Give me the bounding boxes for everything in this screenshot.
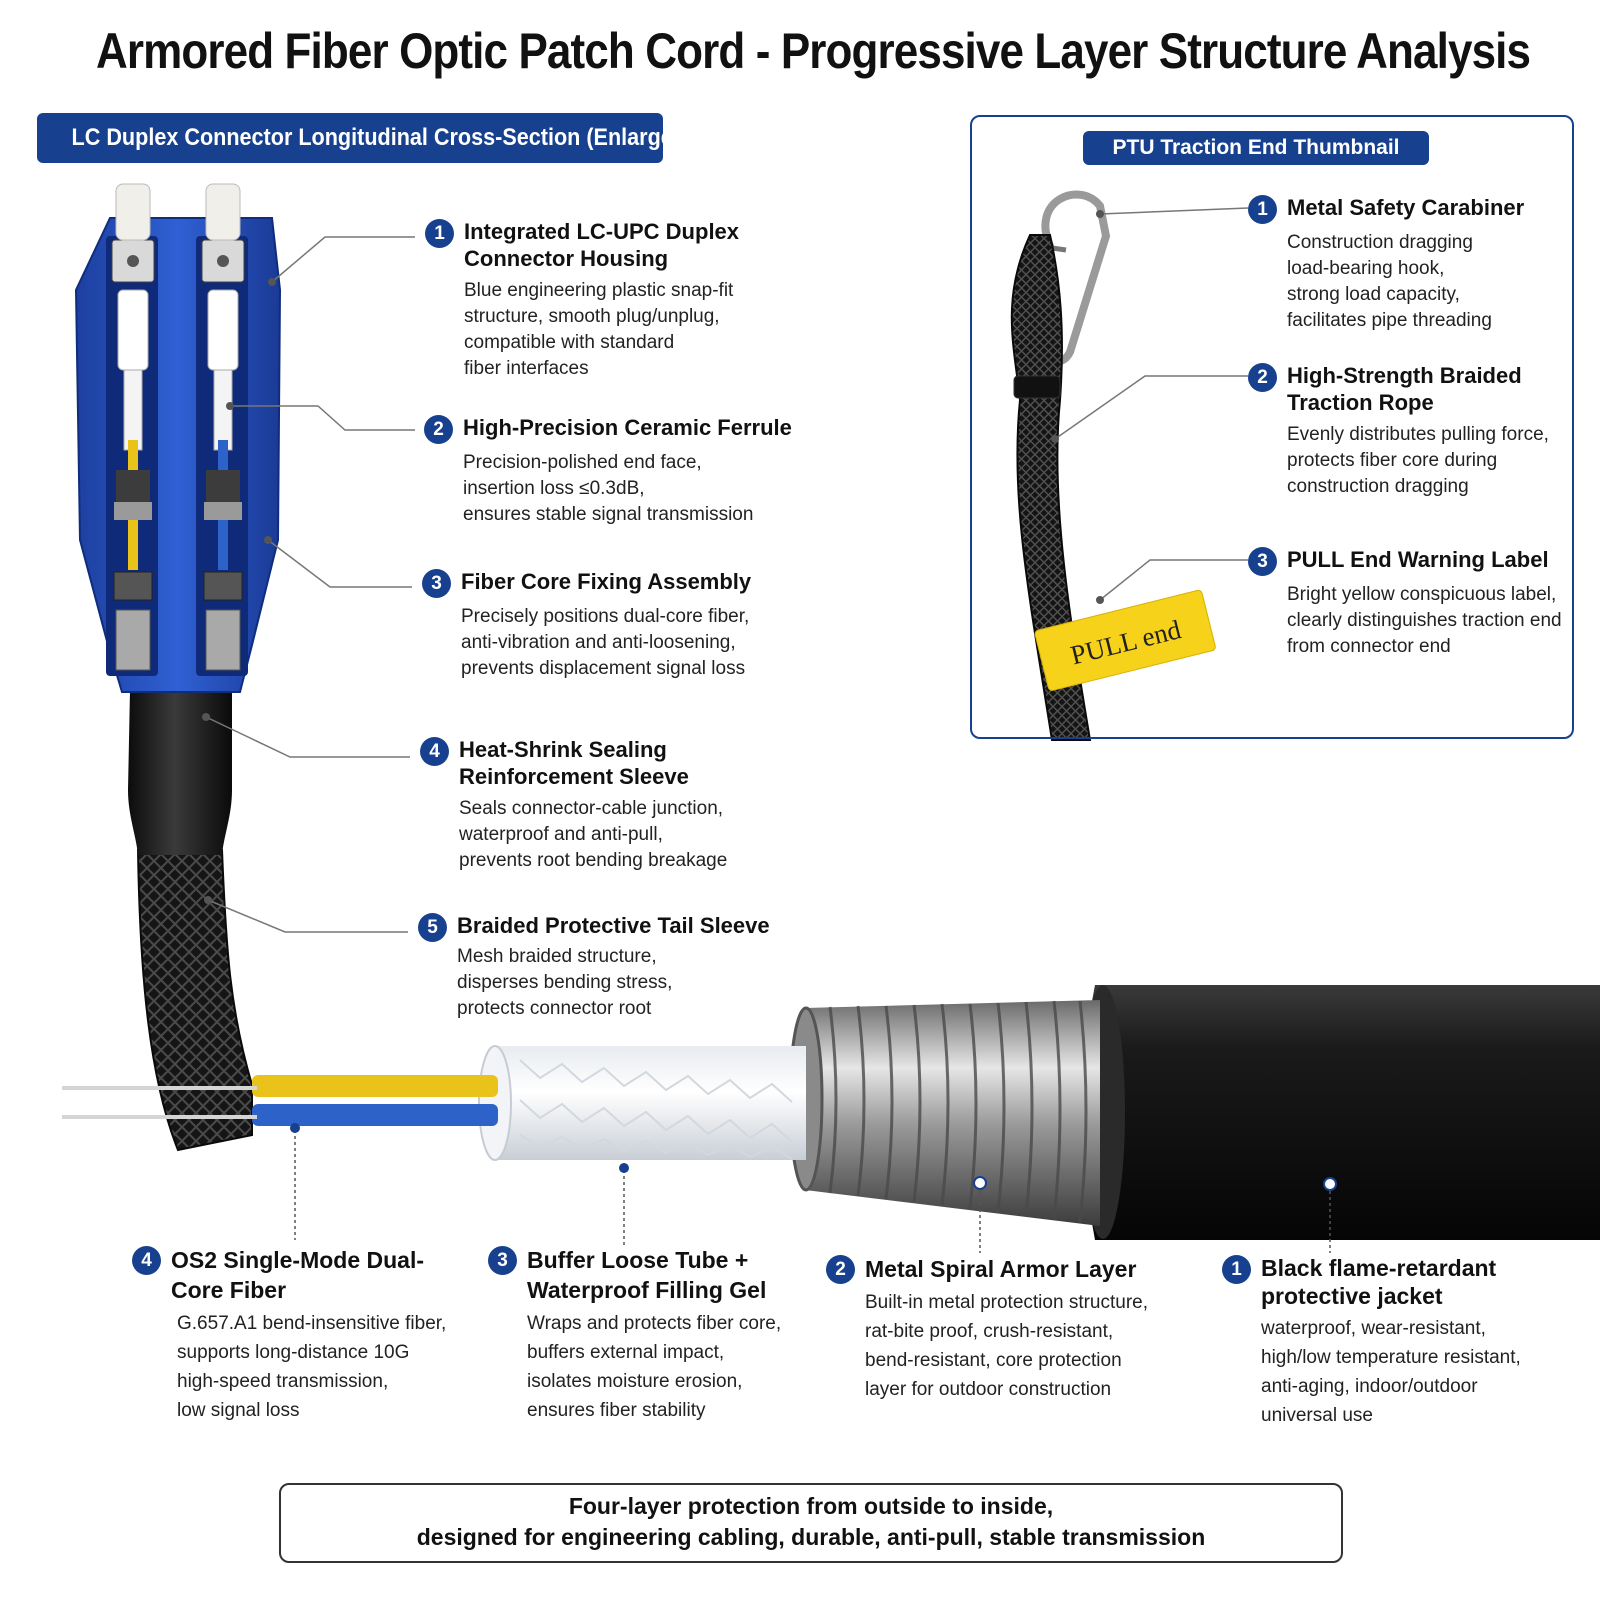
callout-title: Metal Spiral Armor Layer (865, 1256, 1137, 1282)
callout-description: Wraps and protects fiber core,buffers ex… (527, 1313, 782, 1421)
callout-description: Built-in metal protection structure,rat-… (865, 1292, 1149, 1400)
callout-description: Seals connector-cable junction,waterproo… (459, 798, 728, 871)
callout-description: Mesh braided structure,disperses bending… (457, 946, 673, 1019)
pull-end-tag: PULL end (1034, 589, 1216, 691)
heat-shrink-sleeve (128, 690, 232, 855)
callout-title: Buffer Loose Tube + Waterproof Filling G… (527, 1247, 767, 1303)
lc-section-label: LC Duplex Connector Longitudinal Cross-S… (37, 113, 693, 163)
ptu-thumbnail-panel (970, 115, 1574, 739)
summary-line-1: Four-layer protection from outside to in… (568, 1493, 1054, 1519)
callout-number: 1 (425, 219, 454, 248)
ceramic-ferrule-left (115, 183, 151, 241)
callout-title: Black flame-retardant protective jacket (1261, 1255, 1497, 1309)
layer-callout-armor: 2 Metal Spiral Armor Layer Built-in meta… (826, 1254, 1166, 1404)
callout-description: G.657.A1 bend-insensitive fiber,supports… (177, 1313, 447, 1421)
buffer-loose-tube (492, 1046, 806, 1160)
callout-number: 2 (826, 1255, 855, 1284)
ptu-callout-2: 2 High-Strength Braided Traction Rope Ev… (1248, 362, 1568, 500)
ceramic-ferrule-right (205, 183, 241, 241)
callout-description: Bright yellow conspicuous label,clearly … (1287, 584, 1562, 657)
callout-title: High-Precision Ceramic Ferrule (463, 415, 792, 440)
lc-callout-4: 4 Heat-Shrink Sealing Reinforcement Slee… (420, 736, 750, 874)
lc-callout-5: 5 Braided Protective Tail Sleeve Mesh br… (418, 912, 818, 1022)
callout-title: PULL End Warning Label (1287, 547, 1549, 572)
callout-number: 3 (422, 569, 451, 598)
callout-title: Metal Safety Carabiner (1287, 195, 1525, 220)
fiber-blue (252, 1104, 498, 1126)
summary-box: Four-layer protection from outside to in… (279, 1483, 1343, 1563)
callout-number: 2 (1248, 363, 1277, 392)
callout-number: 3 (488, 1246, 517, 1275)
callout-number: 1 (1222, 1255, 1251, 1284)
metal-spiral-armor (805, 1000, 1100, 1226)
page-title: Armored Fiber Optic Patch Cord - Progres… (96, 23, 1531, 79)
callout-number: 2 (424, 415, 453, 444)
callout-number: 1 (1248, 195, 1277, 224)
callout-description: Precision-polished end face,insertion lo… (463, 452, 754, 525)
black-jacket (1082, 985, 1600, 1240)
lc-callout-2: 2 High-Precision Ceramic Ferrule Precisi… (424, 414, 824, 528)
traction-rope (1010, 234, 1092, 741)
callout-title: Integrated LC-UPC Duplex Connector Housi… (464, 219, 740, 271)
callout-description: Precisely positions dual-core fiber,anti… (461, 606, 750, 679)
lc-callout-3: 3 Fiber Core Fixing Assembly Precisely p… (422, 568, 822, 682)
ptu-callout-3: 3 PULL End Warning Label Bright yellow c… (1248, 546, 1568, 660)
callout-title: Braided Protective Tail Sleeve (457, 913, 770, 938)
layer-callout-jacket: 1 Black flame-retardant protective jacke… (1222, 1254, 1582, 1430)
callout-title: OS2 Single-Mode Dual-Core Fiber (171, 1247, 425, 1303)
ptu-callout-1: 1 Metal Safety Carabiner Construction dr… (1248, 194, 1568, 334)
lc-callout-1: 1 Integrated LC-UPC Duplex Connector Hou… (425, 218, 785, 382)
layer-callout-buffer-tube: 3 Buffer Loose Tube + Waterproof Filling… (488, 1245, 808, 1425)
summary-line-2: designed for engineering cabling, durabl… (416, 1524, 1206, 1550)
callout-description: waterproof, wear-resistant,high/low temp… (1261, 1318, 1521, 1426)
callout-number: 5 (418, 913, 447, 942)
layer-callout-fiber: 4 OS2 Single-Mode Dual-Core Fiber G.657.… (132, 1245, 462, 1425)
callout-title: High-Strength Braided Traction Rope (1287, 363, 1522, 415)
callout-number: 4 (132, 1246, 161, 1275)
fiber-yellow (252, 1075, 498, 1097)
ptu-section-label: PTU Traction End Thumbnail (1083, 131, 1429, 165)
callout-title: Heat-Shrink Sealing Reinforcement Sleeve (459, 737, 689, 789)
callout-title: Fiber Core Fixing Assembly (461, 569, 752, 594)
callout-number: 4 (420, 737, 449, 766)
callout-description: Evenly distributes pulling force,protect… (1287, 424, 1549, 497)
callout-number: 3 (1248, 547, 1277, 576)
braided-tail-sleeve (136, 849, 253, 1152)
